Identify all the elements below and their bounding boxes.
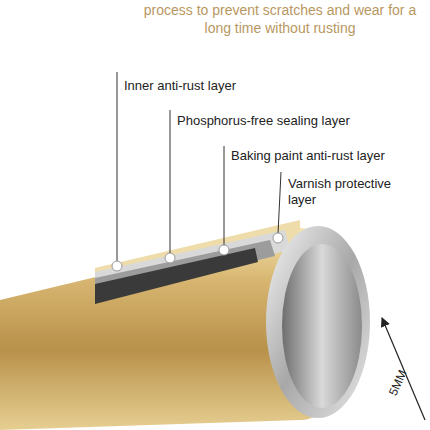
leader-line	[170, 110, 171, 254]
part-label: Varnish protective layer	[288, 176, 394, 209]
leader-line	[278, 172, 281, 234]
dimension-label: 5MM	[386, 346, 420, 398]
part-label: Baking paint anti-rust layer	[231, 148, 421, 164]
pipe-end	[266, 226, 370, 418]
inner-strip	[95, 248, 258, 304]
dimension-arrow	[382, 318, 425, 420]
callout-dot	[219, 245, 229, 255]
callout-dot	[112, 261, 122, 271]
heading-text: process to prevent scratches and wear fo…	[140, 2, 420, 37]
leader-line	[224, 146, 225, 246]
pipe-bore	[282, 244, 362, 408]
part-label: Phosphorus-free sealing layer	[177, 113, 397, 129]
leader-line	[117, 72, 118, 262]
callout-dot	[273, 233, 283, 243]
callout-dot	[165, 253, 175, 263]
part-label: Inner anti-rust layer	[124, 78, 324, 94]
